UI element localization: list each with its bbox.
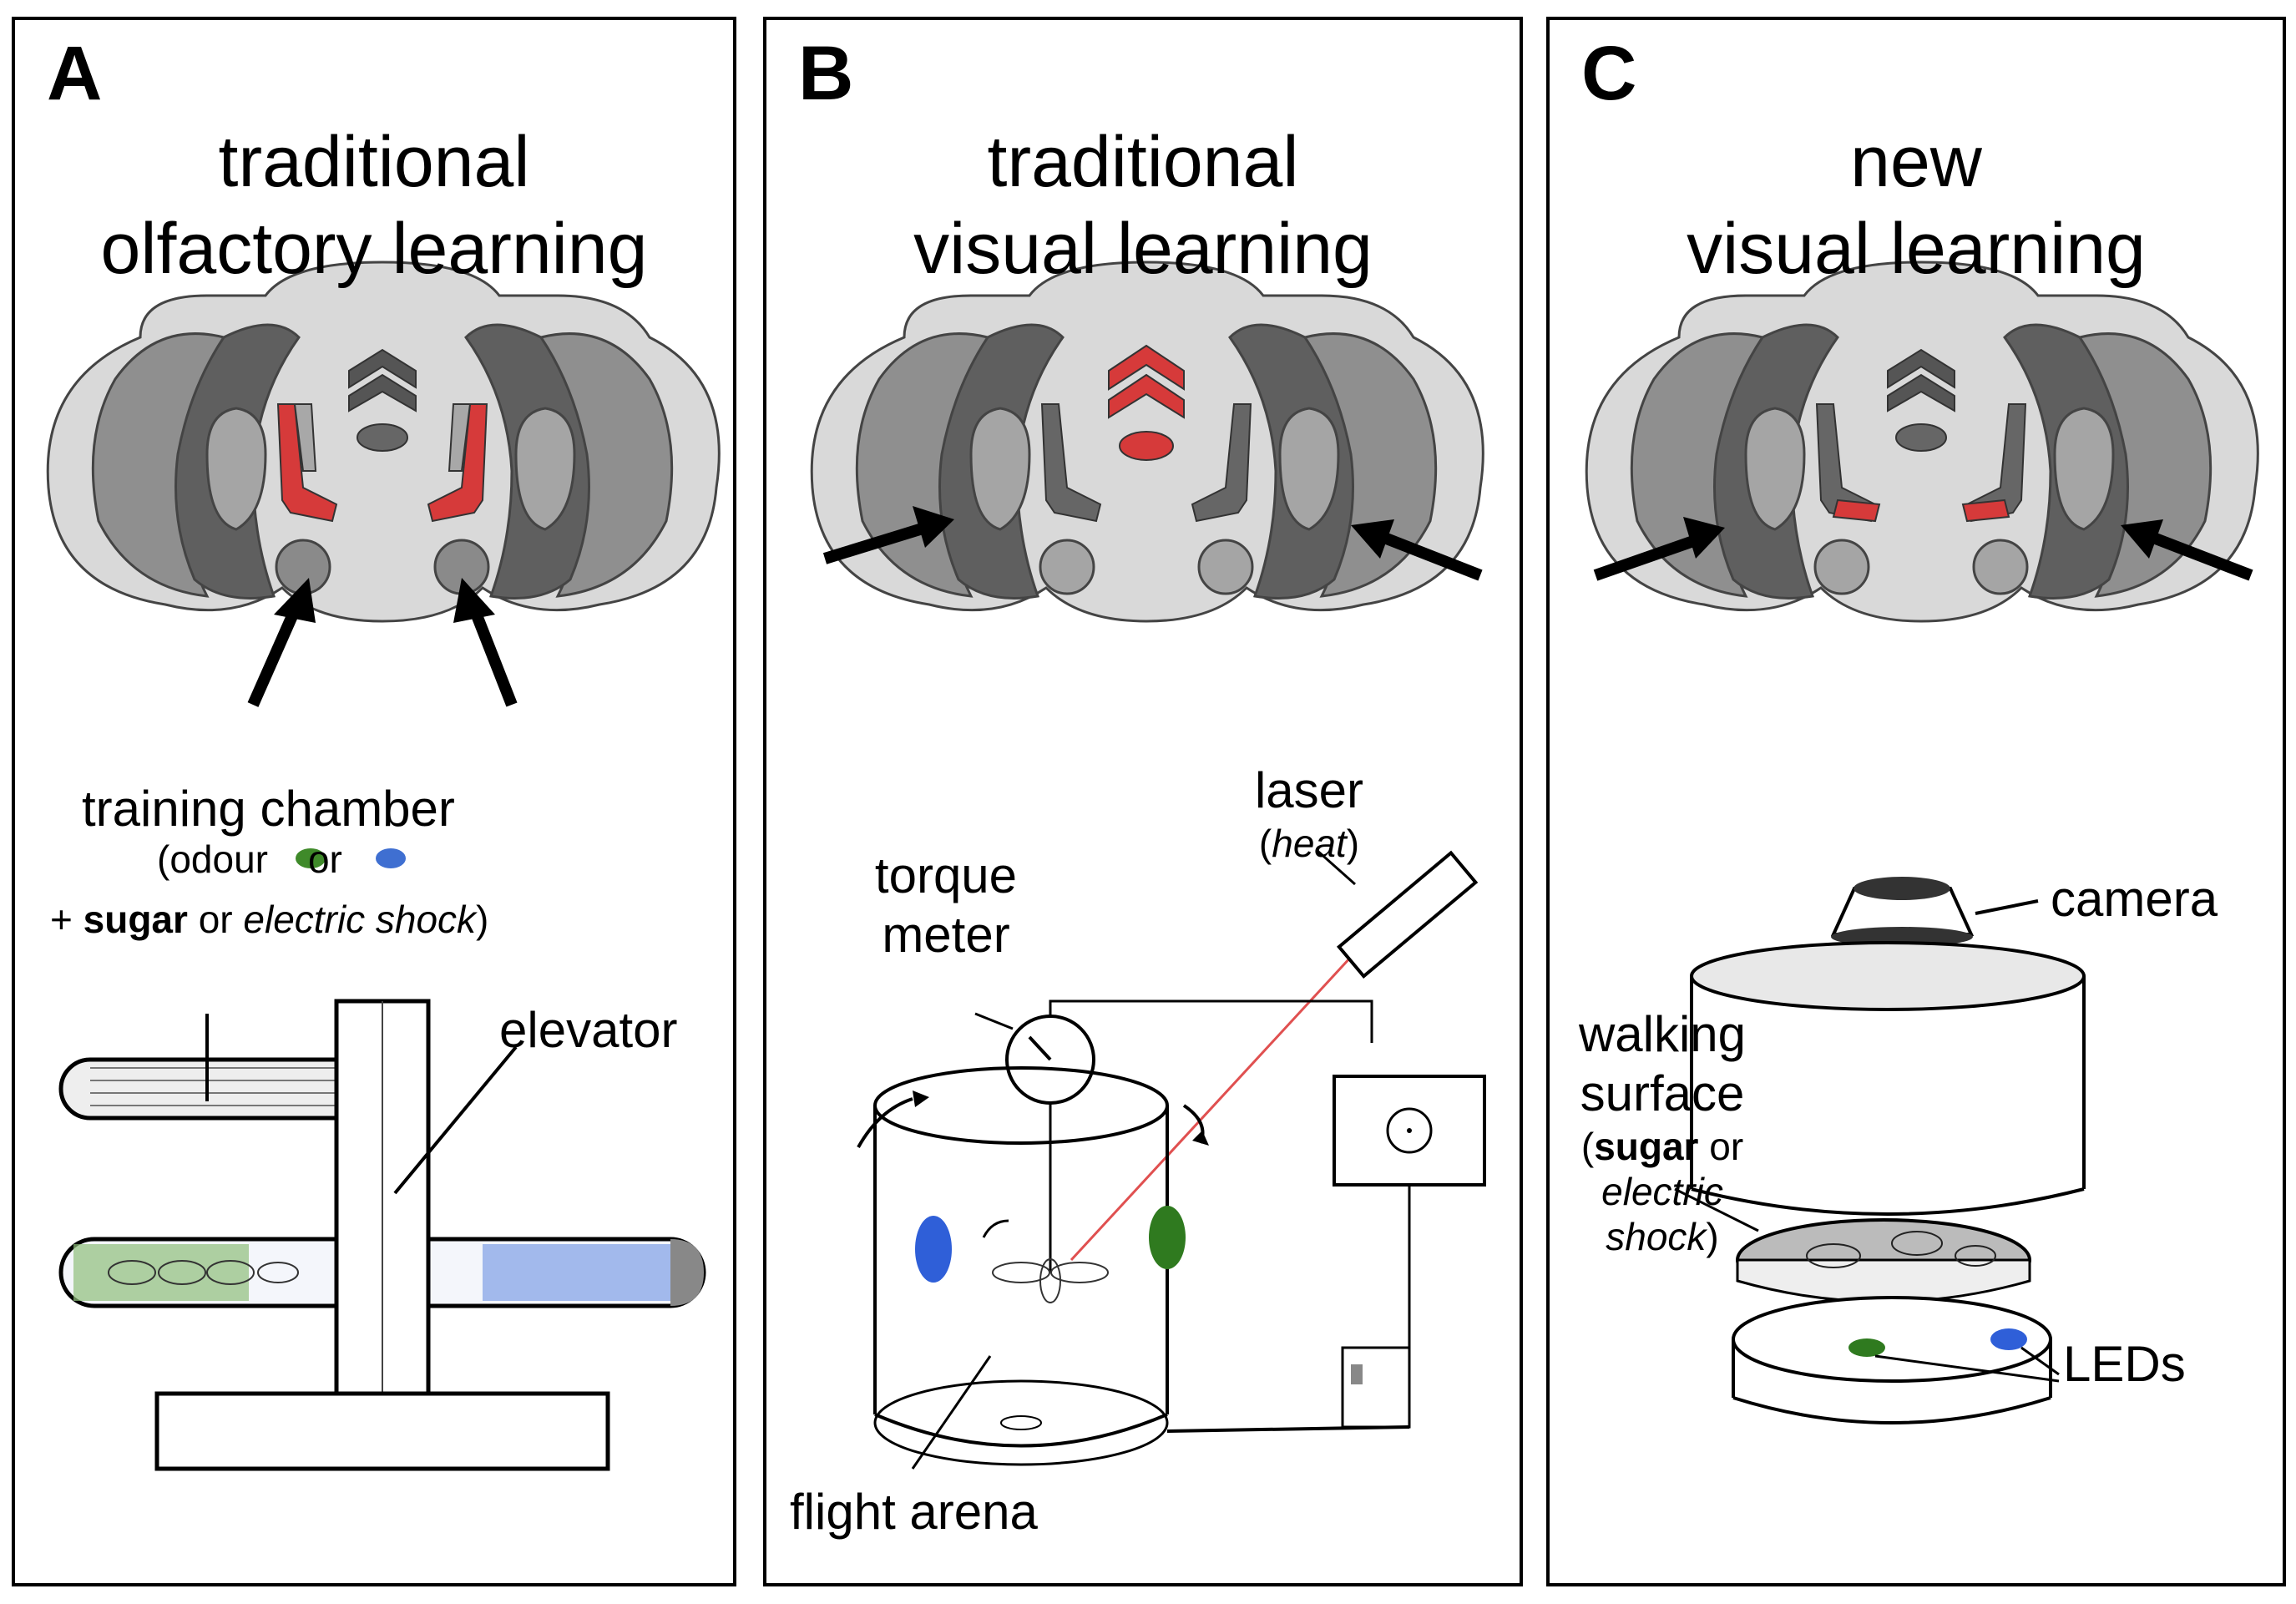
close-paren: ) (476, 898, 489, 941)
plus-label: + (50, 898, 83, 941)
shock-label: electric shock (243, 898, 477, 941)
odour-open: (odour (157, 837, 268, 881)
walking-line-1: walking (1578, 1006, 1747, 1062)
arrow-icon (247, 578, 518, 707)
heat-close: ) (1346, 821, 1360, 865)
odour-label: (odour or (157, 837, 342, 882)
arrow-icon (1593, 517, 2253, 581)
walking-electric: electric (1601, 1169, 1723, 1213)
walking-line-5: shock) (1558, 1214, 1767, 1259)
walking-surface-label: walking surface (sugar or electric shock… (1558, 1005, 1767, 1259)
arena-leader-line (911, 1355, 992, 1470)
panel-letter: C (1581, 31, 1637, 116)
walking-open: ( (1580, 1124, 1595, 1168)
title-line-2: olfactory learning (100, 209, 648, 289)
fly-icon (108, 1260, 299, 1285)
panel-c-drawing (1585, 261, 2259, 1424)
panel-c: C new visual learning camera walking sur… (1546, 17, 2286, 1586)
walking-or: or (1698, 1124, 1744, 1168)
panel-a-drawing (46, 261, 721, 1471)
flight-arena-cylinder (857, 1066, 1209, 1466)
heat-label: (heat) (1242, 821, 1376, 866)
walking-surface-disc (1674, 1187, 2031, 1303)
panel-letter: A (47, 31, 103, 116)
walking-shock: shock (1606, 1215, 1707, 1259)
panel-b-drawing (810, 261, 1486, 1470)
laser-device (1336, 850, 1479, 979)
heat-open: ( (1258, 821, 1272, 865)
panel-title: new visual learning (1550, 119, 2283, 292)
brain-diagram-b (810, 261, 1484, 623)
laser-label: laser (heat) (1242, 762, 1376, 866)
walking-sugar: sugar (1594, 1124, 1699, 1168)
apparatus-stand (1166, 1075, 1486, 1433)
reinforcer-label: + sugar or electric shock) (50, 897, 488, 942)
walking-close: ) (1706, 1215, 1719, 1259)
arrow-icon (822, 506, 1483, 581)
led-base (1732, 1296, 2060, 1424)
flight-arena-label: flight arena (790, 1484, 1038, 1540)
enclosure-cylinder (1690, 941, 2086, 1216)
torque-meter-label: torque meter (850, 847, 1042, 965)
camera-label: camera (2051, 871, 2218, 927)
torque-line-1: torque (874, 848, 1018, 903)
title-line-2: visual learning (1687, 209, 2146, 289)
brain-diagram-c (1585, 261, 2259, 623)
laser-beam (1070, 933, 1373, 1262)
training-chamber-label: training chamber (82, 781, 455, 837)
panel-a: A traditional olfactory learning trainin… (12, 17, 736, 1586)
or-label: or (307, 837, 342, 881)
walking-line-2: surface (1580, 1065, 1745, 1121)
panel-b: B traditional visual learning laser (hea… (763, 17, 1523, 1586)
fly-icon (1806, 1231, 1996, 1268)
heat-text: heat (1272, 821, 1347, 865)
sugar-label: sugar (83, 898, 188, 941)
title-line-1: traditional (218, 122, 530, 202)
or-label-2: or (187, 898, 244, 941)
leds-label: LEDs (2063, 1336, 2186, 1392)
elevator-label: elevator (499, 1002, 678, 1058)
title-line-2: visual learning (913, 209, 1373, 289)
title-line-1: traditional (987, 122, 1299, 202)
panel-letter: B (798, 31, 854, 116)
torque-line-2: meter (882, 906, 1010, 963)
panel-title: traditional visual learning (766, 119, 1520, 292)
walking-line-4: electric (1558, 1169, 1767, 1214)
fly-icon (992, 1258, 1109, 1303)
torque-meter-dial (974, 999, 1373, 1105)
training-apparatus (58, 999, 706, 1471)
camera-lens (1830, 877, 2039, 947)
laser-text: laser (1254, 762, 1364, 818)
brain-diagram-a (46, 261, 721, 623)
walking-line-3: (sugar or (1558, 1124, 1767, 1169)
odour-icons (296, 848, 406, 868)
panel-title: traditional olfactory learning (15, 119, 733, 292)
title-line-1: new (1850, 122, 1982, 202)
